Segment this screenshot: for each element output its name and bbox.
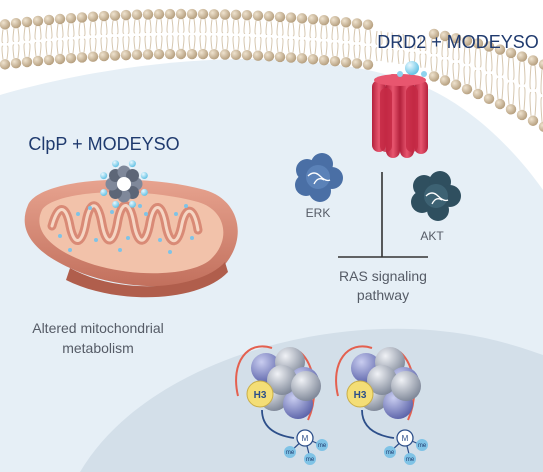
signaling-lines (338, 172, 428, 258)
cell-membrane (0, 8, 543, 132)
methyl-m-label-left: M (302, 434, 309, 443)
me-label: me (306, 457, 315, 463)
methyl-mark-right (384, 429, 428, 465)
me-label: me (418, 443, 427, 449)
drd2-label: DRD2 + MODEYSO (377, 32, 539, 52)
mito-label-line1: Altered mitochondrial (32, 320, 164, 336)
me-label: me (286, 450, 295, 456)
clpp-label: ClpP + MODEYSO (28, 134, 179, 154)
me-label: me (406, 457, 415, 463)
methyl-m-label-right: M (402, 434, 409, 443)
drd2-receptor (372, 74, 428, 158)
nucleosome-left (235, 345, 321, 439)
me-label: me (386, 450, 395, 456)
nucleosome-right (335, 345, 421, 439)
me-label: me (318, 443, 327, 449)
erk-label: ERK (306, 206, 331, 220)
ras-pathway-label-line1: RAS signaling (339, 268, 427, 284)
akt-label: AKT (420, 229, 444, 243)
mito-label-line2: metabolism (62, 340, 134, 356)
histone-h3-label-right: H3 (354, 390, 367, 401)
histone-h3-label-left: H3 (254, 390, 267, 401)
clpp-complex-icon (100, 160, 148, 208)
methyl-mark-left (284, 429, 328, 465)
mitochondrion (24, 179, 238, 298)
akt-molecule-icon (411, 171, 461, 221)
drd2-drug-molecule (397, 61, 427, 77)
erk-molecule-icon (295, 153, 343, 202)
ras-pathway-label-line2: pathway (357, 287, 409, 303)
